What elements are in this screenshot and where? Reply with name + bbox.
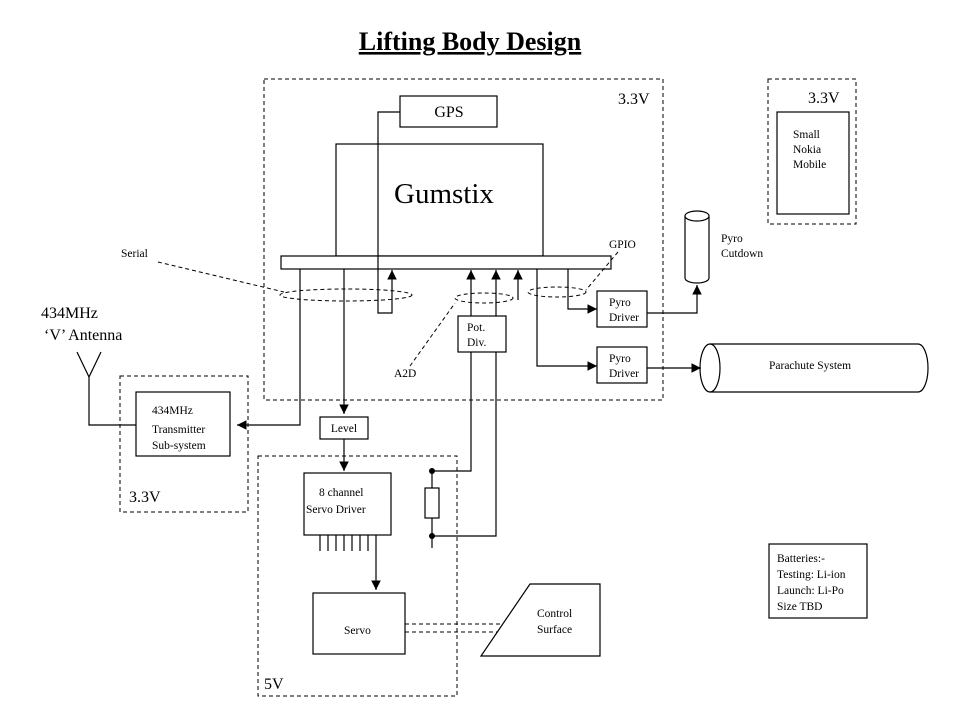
gps-label: GPS [434, 104, 463, 121]
transmitter-box [135, 391, 231, 457]
phone-label-3: Mobile [793, 159, 826, 171]
servo-label: Servo [344, 625, 371, 637]
parachute-label: Parachute System [769, 360, 851, 372]
servo-voltage-label: 5V [264, 676, 284, 693]
antenna-label-2: ‘V’ Antenna [44, 327, 122, 344]
pyro-driver-2-box [596, 346, 648, 384]
phone-label-2: Nokia [793, 144, 821, 156]
gpio-label: GPIO [609, 239, 636, 251]
transmitter-voltage-label: 3.3V [129, 489, 161, 506]
resistor [424, 487, 440, 519]
nokia-phone-box [776, 111, 850, 215]
gumstix-box [335, 143, 544, 257]
servo-power-region [257, 455, 458, 697]
phone-power-region [767, 78, 857, 225]
junction-dot-bottom [429, 533, 435, 539]
pyro-1-to-cutdown-wire [647, 285, 702, 314]
phone-label-1: Small [793, 129, 820, 141]
pyro-driver-2-label-2: Driver [609, 368, 639, 380]
gpio-pointer [585, 251, 619, 291]
diagram-title: Lifting Body Design [359, 27, 582, 56]
servo-driver-pins [319, 535, 377, 551]
pyro-driver-2-label-1: Pyro [609, 353, 631, 365]
antenna-feed-wire [88, 377, 136, 426]
serial-to-transmitter-wire [237, 269, 301, 430]
serial-group-ellipse [279, 288, 413, 302]
pyro-driver-1-label-1: Pyro [609, 297, 631, 309]
gpio-to-pyro-2-wire [536, 269, 597, 371]
control-surface-label-2: Surface [537, 624, 572, 636]
level-label: Level [331, 423, 357, 435]
control-surface-shape [479, 583, 601, 657]
pyro-cutdown-label-1: Pyro [721, 233, 743, 245]
pot-div-wire-top [432, 352, 472, 472]
servo-box [312, 592, 406, 655]
batteries-label-3: Launch: Li-Po [777, 585, 844, 597]
gumstix-label: Gumstix [394, 178, 494, 210]
a2d-label: A2D [394, 368, 416, 380]
transmitter-label-3: Sub-system [152, 440, 206, 452]
a2d-pointer [409, 302, 456, 367]
pyro-cutdown-label-2: Cutdown [721, 248, 763, 260]
control-surface-label-1: Control [537, 608, 572, 620]
pot-div-label-2: Div. [467, 337, 487, 349]
batteries-box [768, 543, 868, 619]
servo-driver-label-2: Servo Driver [306, 504, 366, 516]
a2d-group-ellipse [454, 292, 514, 304]
gumstix-connector-bar [280, 255, 612, 270]
gpio-to-pyro-1-wire [567, 269, 597, 314]
transmitter-label-2: Transmitter [152, 424, 205, 436]
gps-box [399, 95, 498, 128]
servo-driver-box [303, 472, 392, 536]
junction-dot-top [429, 468, 435, 474]
batteries-label-1: Batteries:- [777, 553, 825, 565]
main-power-region [263, 78, 664, 401]
antenna-v-icon [76, 351, 102, 379]
batteries-label-2: Testing: Li-ion [777, 569, 846, 581]
pyro-driver-1-box [596, 290, 648, 328]
transmitter-power-region [119, 375, 249, 513]
pyro-cutdown-cap [684, 210, 710, 222]
main-voltage-label: 3.3V [618, 91, 650, 108]
serial-label: Serial [121, 248, 148, 260]
pyro-driver-1-label-2: Driver [609, 312, 639, 324]
gpio-group-ellipse [527, 286, 587, 298]
transmitter-label-1: 434MHz [152, 405, 193, 417]
servo-driver-label-1: 8 channel [319, 487, 363, 499]
parachute-cylinder [710, 343, 929, 393]
pot-div-box [457, 315, 507, 353]
parachute-cap [699, 343, 721, 393]
serial-pointer [157, 261, 285, 293]
pot-div-wire-bottom [432, 352, 497, 537]
pyro-cutdown-cylinder [684, 216, 710, 284]
phone-voltage-label: 3.3V [808, 90, 840, 107]
antenna-label-1: 434MHz [41, 305, 98, 322]
pot-div-label-1: Pot. [467, 322, 485, 334]
batteries-label-4: Size TBD [777, 601, 822, 613]
gps-serial-wire [377, 111, 400, 314]
